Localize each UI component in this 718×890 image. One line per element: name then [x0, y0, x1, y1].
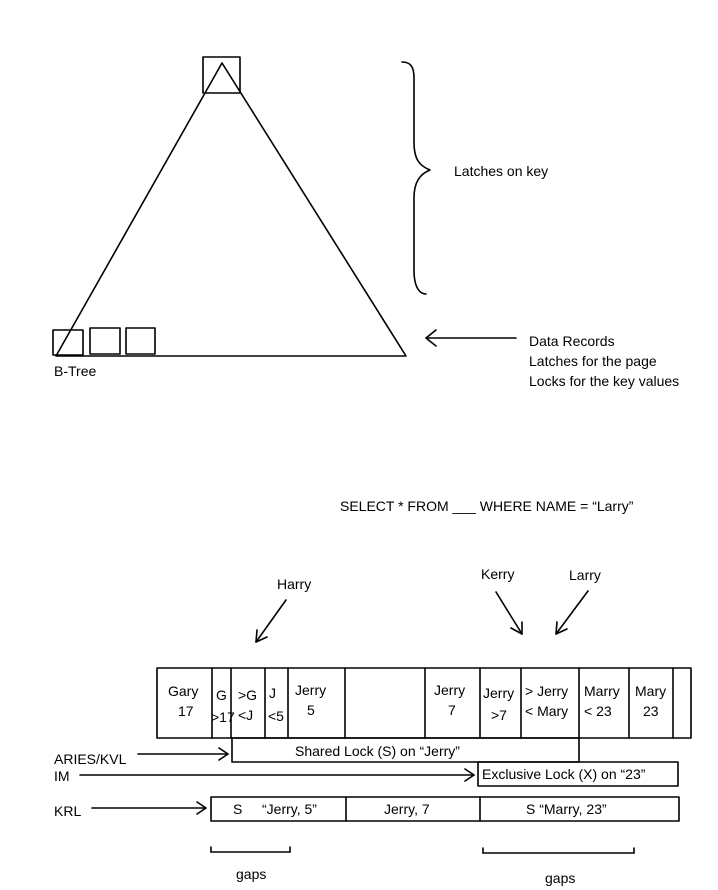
leaf-node-box: [89, 327, 121, 355]
shared-lock-text: Shared Lock (S) on “Jerry”: [295, 743, 460, 759]
cell-gary-name: Gary: [168, 683, 198, 699]
gaps-label-right: gaps: [545, 870, 575, 886]
exclusive-lock-box: [477, 761, 679, 787]
krl-lock2: Jerry, 7: [384, 801, 430, 817]
krl-arrow: [91, 801, 207, 815]
btree-triangle: [55, 62, 407, 357]
gaps-bracket-left: [210, 846, 291, 853]
cell-gap5-bottom: < Mary: [525, 703, 568, 719]
cell-gap4-bottom: >7: [491, 707, 507, 723]
arrow-label-page-latches: Latches for the page: [529, 353, 657, 369]
method-label-im: IM: [54, 768, 70, 784]
cell-gap1-bottom: >17: [211, 709, 235, 725]
cell-mary-name: Mary: [635, 683, 666, 699]
arrow-label-data-records: Data Records: [529, 333, 615, 349]
krl-lock3: S “Marry, 23”: [526, 801, 607, 817]
data-records-arrow: [425, 329, 517, 347]
aries-arrow: [137, 747, 229, 761]
krl-lock1-key: “Jerry, 5”: [262, 801, 317, 817]
pointer-label-kerry: Kerry: [481, 566, 514, 582]
btree-label: B-Tree: [54, 363, 96, 379]
cell-jerry5-value: 5: [307, 702, 315, 718]
root-node-box: [202, 56, 241, 94]
krl-lock1-mode: S: [233, 801, 242, 817]
exclusive-lock-text: Exclusive Lock (X) on “23”: [482, 766, 646, 782]
query-text: SELECT * FROM ___ WHERE NAME = “Larry”: [340, 498, 634, 514]
brace-label: Latches on key: [454, 163, 548, 179]
cell-gary-value: 17: [178, 703, 194, 719]
cell-gap3-bottom: <5: [268, 708, 284, 724]
btree-diagram: B-Tree: [52, 56, 407, 379]
gaps-label-left: gaps: [236, 866, 266, 882]
gaps-bracket-right: [482, 847, 635, 854]
cell-gap4-top: Jerry: [483, 685, 514, 701]
cell-jerry7-value: 7: [448, 702, 456, 718]
cell-gap3-top: J: [269, 685, 276, 701]
cell-jerry5-name: Jerry: [295, 682, 326, 698]
pointer-label-larry: Larry: [569, 567, 601, 583]
cell-marry-bottom: < 23: [584, 703, 612, 719]
cell-marry-top: Marry: [584, 683, 620, 699]
cell-mary-value: 23: [643, 703, 659, 719]
kerry-arrow: [495, 591, 523, 635]
cell-gap5-top: > Jerry: [525, 683, 568, 699]
krl-lock-box: [210, 796, 680, 822]
harry-arrow: [255, 599, 287, 643]
cell-jerry7-name: Jerry: [434, 682, 465, 698]
cell-gap1-top: G: [216, 687, 227, 703]
method-label-aries-kvl: ARIES/KVL: [54, 751, 127, 767]
arrow-label-key-locks: Locks for the key values: [529, 373, 679, 389]
cell-gap2-bottom: <J: [238, 707, 253, 723]
method-label-krl: KRL: [54, 803, 81, 819]
pointer-label-harry: Harry: [277, 576, 311, 592]
larry-arrow: [555, 590, 589, 635]
shared-lock-box: [231, 737, 580, 763]
im-arrow: [79, 768, 475, 782]
leaf-node-box: [125, 327, 156, 355]
cell-gap2-top: >G: [238, 687, 257, 703]
key-strip: [156, 667, 692, 739]
curly-brace: [401, 61, 431, 295]
leaf-node-box: [52, 329, 84, 356]
